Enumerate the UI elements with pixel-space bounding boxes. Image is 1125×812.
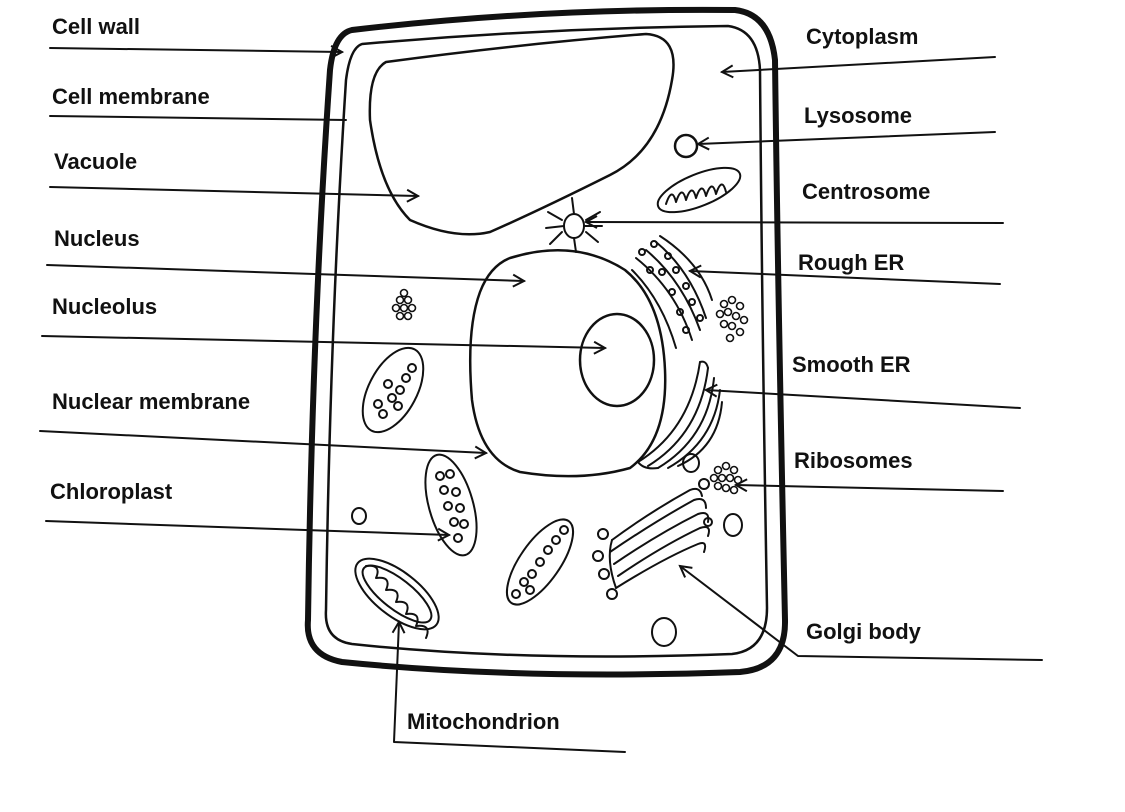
centrosome bbox=[545, 197, 603, 253]
label-mitochondrion: Mitochondrion bbox=[407, 709, 560, 734]
golgi-body bbox=[592, 478, 713, 600]
leader-lysosome bbox=[698, 131, 996, 144]
label-nuclear-membrane: Nuclear membrane bbox=[52, 389, 250, 414]
vacuole bbox=[368, 32, 675, 236]
chloroplast-left bbox=[361, 346, 425, 434]
cell-wall bbox=[304, 6, 789, 678]
nucleolus bbox=[578, 312, 656, 408]
chloroplast-right bbox=[505, 518, 575, 606]
label-lysosome: Lysosome bbox=[804, 103, 912, 128]
label-cytoplasm: Cytoplasm bbox=[806, 24, 918, 49]
ribosome-cluster-right bbox=[715, 295, 749, 343]
leader-cell-wall bbox=[49, 48, 342, 52]
leader-smooth-er bbox=[706, 390, 1021, 409]
label-rough-er: Rough ER bbox=[798, 250, 904, 275]
leader-lines bbox=[39, 48, 1043, 753]
mitochondrion-lower bbox=[354, 557, 440, 639]
leader-centrosome bbox=[586, 222, 1004, 223]
rough-er bbox=[631, 235, 713, 349]
leader-chloroplast bbox=[45, 520, 449, 535]
label-ribosomes: Ribosomes bbox=[794, 448, 913, 473]
label-cell-membrane: Cell membrane bbox=[52, 84, 210, 109]
leader-ribosomes bbox=[736, 485, 1004, 491]
label-nucleus: Nucleus bbox=[54, 226, 140, 251]
leader-cell-membrane bbox=[49, 115, 347, 121]
leader-nucleolus bbox=[41, 335, 605, 348]
label-chloroplast: Chloroplast bbox=[50, 479, 173, 504]
mitochondrion-upper bbox=[656, 166, 742, 214]
cell-membrane bbox=[324, 24, 769, 658]
leader-cytoplasm bbox=[722, 56, 996, 72]
label-cell-wall: Cell wall bbox=[52, 14, 140, 39]
ribosomes bbox=[709, 461, 743, 495]
vesicles bbox=[351, 453, 743, 647]
leader-golgi-body bbox=[680, 566, 1043, 661]
ribosome-cluster-left bbox=[391, 288, 417, 321]
label-nucleolus: Nucleolus bbox=[52, 294, 157, 319]
leader-nucleus bbox=[46, 264, 524, 281]
label-centrosome: Centrosome bbox=[802, 179, 930, 204]
nucleus bbox=[468, 249, 667, 478]
chloroplast-center bbox=[424, 453, 478, 557]
leader-nuclear-membrane bbox=[39, 430, 486, 453]
label-golgi-body: Golgi body bbox=[806, 619, 922, 644]
lysosome bbox=[673, 133, 699, 159]
label-smooth-er: Smooth ER bbox=[792, 352, 911, 377]
leader-vacuole bbox=[49, 186, 418, 196]
leader-mitochondrion bbox=[394, 622, 626, 753]
leader-rough-er bbox=[690, 271, 1001, 285]
label-vacuole: Vacuole bbox=[54, 149, 137, 174]
